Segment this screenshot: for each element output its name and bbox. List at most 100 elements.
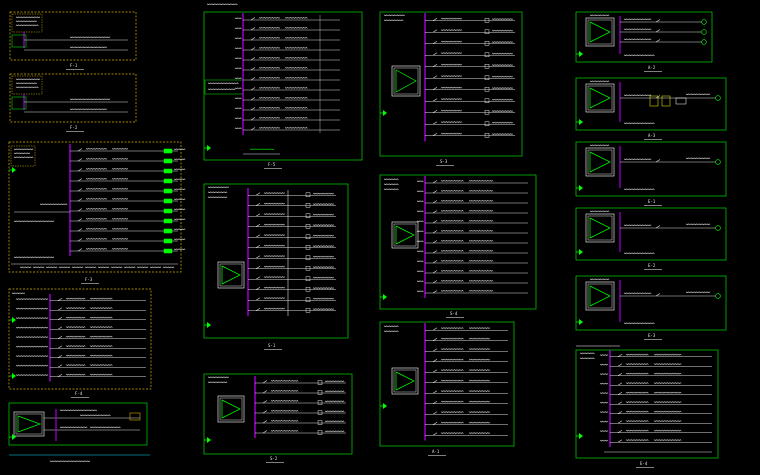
text-squiggle <box>258 16 280 19</box>
panel-caption: E-1 <box>648 199 656 204</box>
text-squiggle-path <box>468 432 490 435</box>
text-squiggle <box>383 19 404 22</box>
text-squiggle-path <box>416 210 424 213</box>
switch-mark <box>432 190 438 194</box>
text-squiggle <box>173 238 186 241</box>
text-squiggle-path <box>324 400 345 403</box>
text-squiggle <box>440 259 464 262</box>
text-squiggle <box>89 354 113 357</box>
ground-arrow-shape <box>12 317 16 323</box>
switch-mark <box>617 410 623 415</box>
text-squiggle <box>65 297 86 300</box>
text-squiggle-path <box>263 297 285 300</box>
text-squiggle-path <box>653 429 682 432</box>
text-squiggle-path <box>468 379 490 382</box>
text-squiggle <box>324 420 345 423</box>
meter-triangle <box>589 151 611 173</box>
text-squiggle-path <box>440 358 464 361</box>
text-squiggle <box>263 223 285 226</box>
ground-arrow-shape <box>383 110 387 116</box>
text-squiggle-path <box>15 24 39 27</box>
ground-arrow-shape <box>383 294 387 300</box>
text-squiggle-path <box>440 63 462 66</box>
text-squiggle <box>468 390 490 393</box>
check-box <box>484 121 490 126</box>
relay-box <box>675 97 687 105</box>
text-squiggle-path <box>625 372 649 375</box>
text-squiggle <box>599 420 609 423</box>
switch-mark <box>432 390 438 394</box>
panel-caption: S-1 <box>268 343 276 348</box>
text-squiggle <box>258 56 280 59</box>
text-squiggle-path <box>589 144 610 147</box>
text-squiggle <box>263 234 285 237</box>
text-squiggle-path <box>599 439 609 442</box>
meter-triangle <box>395 69 417 93</box>
text-squiggle-path <box>13 256 55 259</box>
text-squiggle <box>263 265 285 268</box>
text-squiggle-path <box>623 292 652 295</box>
text-squiggle <box>416 180 424 183</box>
switch-mark <box>255 202 261 207</box>
text-squiggle-path <box>89 326 113 329</box>
load-lamp-icon <box>163 148 173 154</box>
text-squiggle <box>15 374 49 377</box>
check-box <box>305 276 311 281</box>
text-squiggle-path <box>468 400 490 403</box>
ground-arrow-shape <box>579 249 583 255</box>
text-squiggle <box>258 36 280 39</box>
switch-mark <box>432 400 438 405</box>
text-squiggle-path <box>85 147 107 150</box>
text-squiggle-path <box>173 208 186 211</box>
meter-box-outer <box>585 213 615 243</box>
switch-mark <box>432 17 438 22</box>
text-squiggle <box>270 389 299 392</box>
text-squiggle <box>653 372 682 375</box>
text-squiggle <box>234 27 242 30</box>
text-squiggle-path <box>653 401 682 404</box>
text-squiggle <box>625 363 649 366</box>
check-box <box>305 234 311 239</box>
text-squiggle-path <box>111 147 129 150</box>
switch-mark <box>77 238 83 242</box>
meter-box-inner <box>393 369 417 393</box>
text-squiggle-path <box>111 197 129 200</box>
text-squiggle <box>623 292 652 295</box>
switch-mark <box>250 127 256 131</box>
text-squiggle <box>589 14 610 17</box>
text-squiggle <box>440 379 464 382</box>
text-squiggle <box>440 75 462 78</box>
text-squiggle <box>69 108 107 111</box>
text-squiggle <box>468 189 494 192</box>
text-squiggle <box>258 26 280 29</box>
text-squiggle <box>284 46 308 49</box>
text-squiggle <box>312 203 334 206</box>
motor-circle-icon <box>701 19 707 25</box>
text-squiggle-path <box>440 229 464 232</box>
text-squiggle <box>416 200 424 203</box>
text-squiggle-path <box>416 190 424 193</box>
text-squiggle-path <box>173 148 186 151</box>
text-squiggle <box>173 218 186 221</box>
switch-mark <box>655 293 661 297</box>
meter-box-icon <box>585 83 615 113</box>
text-squiggle-path <box>324 420 345 423</box>
text-squiggle-path <box>440 348 464 351</box>
text-squiggle <box>284 16 308 19</box>
text-squiggle <box>207 191 228 194</box>
text-squiggle <box>416 220 424 223</box>
text-squiggle-path <box>468 421 490 424</box>
switch-mark <box>432 200 438 204</box>
text-squiggle <box>468 199 494 202</box>
text-squiggle-path <box>13 148 34 151</box>
text-squiggle <box>312 297 334 300</box>
text-squiggle <box>653 439 682 442</box>
text-squiggle-path <box>263 202 285 205</box>
text-squiggle <box>65 354 86 357</box>
text-squiggle <box>13 152 31 155</box>
text-squiggle <box>284 26 308 29</box>
text-squiggle-path <box>383 183 399 186</box>
text-squiggle-path <box>79 414 111 417</box>
text-squiggle <box>65 335 86 338</box>
ground-arrow-shape <box>579 119 583 125</box>
